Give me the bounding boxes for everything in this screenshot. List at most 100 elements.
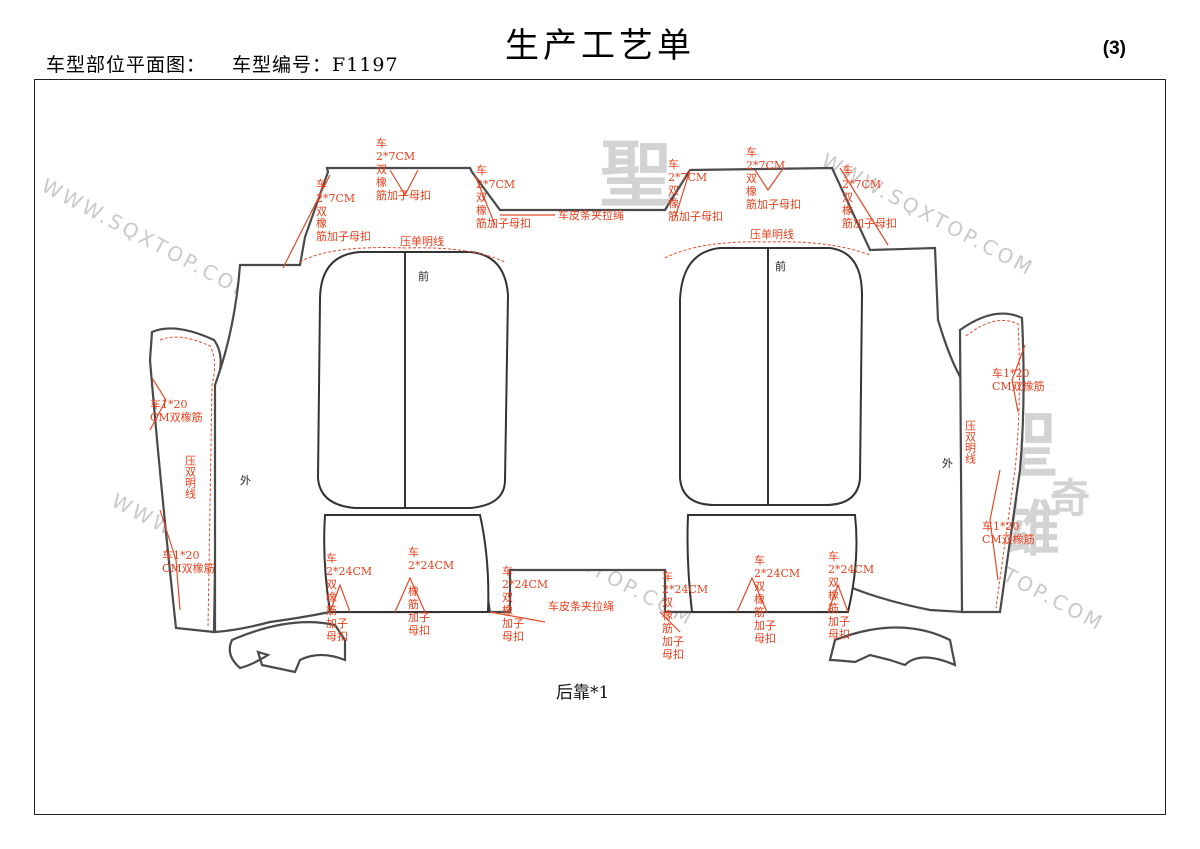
note-text: CM双橡筋 — [150, 410, 203, 424]
note-text: 筋加子母扣 — [376, 188, 431, 202]
note-text: 车 — [408, 545, 419, 559]
note-elastic-bottom-5: 车 2*24CM 双 橡 筋 加子 母扣 — [754, 553, 800, 645]
note-text: 橡 — [376, 176, 387, 189]
note-text: 橡 — [668, 197, 679, 210]
note-text: 2*24CM — [828, 563, 874, 576]
note-text: 橡 — [326, 591, 337, 604]
note-text: 车 — [316, 177, 327, 191]
leader-line — [149, 377, 167, 431]
note-text: 橡 — [842, 204, 853, 217]
note-text: 双 — [746, 172, 757, 185]
note-text: 2*24CM — [754, 567, 800, 580]
note-text: 车 — [376, 136, 387, 150]
left-top-stitch — [299, 247, 506, 263]
note-text: 加子 — [828, 615, 850, 628]
label-outer-right: 外 — [942, 457, 953, 470]
bottom-flap-right — [828, 626, 957, 667]
leader-line — [674, 169, 691, 219]
note-double-topstitch-right: 压双明线 — [964, 420, 977, 464]
note-text: 母扣 — [828, 627, 850, 641]
note-text: 2*7CM — [476, 178, 515, 191]
note-text: 2*24CM — [662, 583, 708, 596]
note-elastic-top-right: 车 2*7CM 双 橡 筋加子母扣 — [842, 163, 897, 230]
note-text: 橡 — [316, 217, 327, 230]
note-text: 筋加子母扣 — [316, 229, 371, 243]
note-text: 母扣 — [326, 629, 348, 643]
leader-line — [839, 167, 889, 246]
note-double-topstitch-left: 压双明线 — [184, 455, 197, 499]
note-elastic-side-left-top: 车1*20 CM双橡筋 — [150, 397, 203, 424]
note-text: 2*7CM — [376, 150, 415, 163]
page-number: (3) — [1102, 38, 1126, 59]
note-elastic-bottom-3: 车 2*24CM 双 橡 加子 母扣 — [502, 564, 548, 643]
note-text: 母扣 — [662, 647, 684, 661]
note-text: 母扣 — [754, 631, 776, 645]
leader-line — [159, 509, 181, 611]
note-text: 筋加子母扣 — [668, 209, 723, 223]
leader-line — [474, 174, 496, 226]
note-text: 车 — [754, 553, 765, 567]
note-elastic-top-center-left: 车 2*7CM 双 橡 筋加子母扣 — [376, 136, 431, 202]
note-text: 双 — [842, 191, 853, 204]
note-text: 车 — [746, 145, 757, 159]
note-elastic-side-right-bottom: 车1*20 CM双橡筋 — [982, 519, 1035, 546]
note-text: 筋加子母扣 — [746, 197, 801, 211]
note-text: 双 — [502, 591, 513, 604]
note-text: 筋加子母扣 — [476, 216, 531, 230]
note-elastic-bottom-4: 车 2*24CM 双 橡 筋 加子 母扣 — [662, 569, 708, 661]
leader-line — [282, 174, 331, 269]
note-text: 车1*20 — [150, 397, 188, 411]
note-elastic-top-center: 车 2*7CM 双 橡 筋加子母扣 — [476, 163, 531, 230]
leader-line — [659, 611, 681, 633]
leader-line — [1011, 344, 1026, 413]
leader-line — [754, 169, 783, 192]
note-single-topstitch-left: 压单明线 — [400, 234, 444, 248]
note-text: 加子 — [754, 619, 776, 632]
watermark-brand: 奇 — [1050, 475, 1090, 522]
note-text: 车 — [668, 157, 679, 171]
note-text: 车 — [326, 551, 337, 565]
note-text: 车1*20 — [162, 548, 200, 562]
note-text: 双 — [662, 596, 673, 609]
note-text: 2*7CM — [668, 171, 707, 184]
note-text: 车 — [502, 564, 513, 578]
note-text: 橡 — [746, 185, 757, 198]
note-elastic-bottom-6: 车 2*24CM 双 橡 筋 加子 母扣 — [828, 549, 874, 641]
model-header: 车型部位平面图： 车型编号：F1197 — [46, 50, 425, 77]
note-text: 双 — [828, 576, 839, 589]
note-leather-strip-top: 车皮条夹拉绳 — [558, 208, 624, 222]
label-front-right: 前 — [775, 259, 786, 273]
note-text: 车 — [828, 549, 839, 563]
note-text: 车 — [476, 163, 487, 177]
leader-line — [329, 583, 351, 613]
note-text: 2*24CM — [326, 565, 372, 578]
note-text: 2*24CM — [502, 578, 548, 591]
note-text: 筋 — [754, 605, 765, 619]
note-text: 橡 — [408, 585, 419, 598]
watermark-text: WWW.SQXTOP.COM — [38, 173, 259, 306]
note-text: 筋加子母扣 — [842, 216, 897, 230]
note-elastic-side-right-top: 车1*20 CM双橡筋 — [992, 366, 1045, 393]
note-elastic-top-right-center: 车 2*7CM 双 橡 筋加子母扣 — [746, 145, 801, 211]
plan-label: 车型部位平面图： — [46, 54, 207, 76]
note-text: 筋 — [326, 603, 337, 617]
note-elastic-bottom-2: 车 2*24CM 橡 筋 加子 母扣 — [408, 545, 454, 637]
note-text: 双 — [476, 191, 487, 204]
right-upper-opening — [679, 247, 864, 506]
note-text: 母扣 — [408, 623, 430, 637]
note-text: 筋 — [828, 601, 839, 615]
model-number: 车型编号：F1197 — [232, 54, 399, 76]
right-side-stitch — [965, 320, 1020, 609]
note-text: 车1*20 — [992, 366, 1030, 380]
note-text: 双 — [754, 580, 765, 593]
leader-line — [989, 469, 1001, 581]
note-text: 加子 — [662, 635, 684, 648]
note-elastic-top-left: 车 2*7CM 双 橡 筋加子母扣 — [316, 177, 371, 243]
note-text: 双 — [376, 163, 387, 176]
note-text: CM双橡筋 — [162, 561, 215, 575]
note-text: 加子 — [502, 617, 524, 630]
note-text: 双 — [316, 205, 327, 218]
note-text: 车 — [662, 569, 673, 583]
left-side-stitch — [159, 336, 216, 629]
watermark-brand: 聖 — [600, 132, 672, 217]
